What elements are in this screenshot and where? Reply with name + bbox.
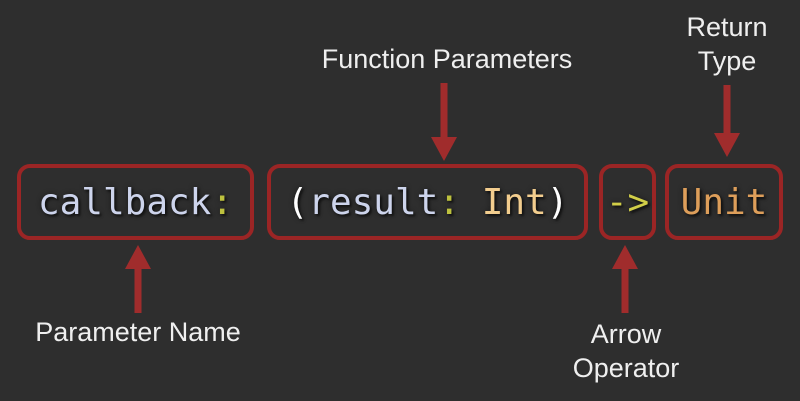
code-token-colon: : [438, 181, 460, 223]
code-token-paren: ( [286, 181, 309, 223]
arrow-operator-box: -> [599, 164, 656, 240]
label-arrow-operator: Arrow Operator [573, 317, 680, 385]
code-token-type: Int [481, 181, 547, 223]
code-token-type: Unit [680, 181, 768, 223]
label-line: Function Parameters [321, 44, 573, 74]
up-arrow-icon [612, 245, 638, 313]
code-token-colon: : [211, 181, 234, 223]
down-arrow-icon [431, 83, 457, 161]
label-line: Return [686, 12, 768, 42]
label-line: Arrow [590, 319, 662, 349]
up-arrow-icon [125, 245, 151, 313]
label-line: Parameter Name [35, 317, 241, 347]
label-parameter-name: Parameter Name [35, 315, 241, 349]
return-type-box: Unit [665, 164, 783, 240]
function-parameters-box: (result: Int) [267, 164, 588, 240]
code-token-space [460, 182, 482, 223]
code-token-identifier: result [308, 181, 439, 223]
label-line: Type [697, 46, 757, 76]
code-token-identifier: callback [37, 181, 212, 223]
code-token-paren: ) [546, 181, 569, 223]
label-line: Operator [572, 353, 680, 383]
callback-box: callback: [17, 164, 254, 240]
down-arrow-icon [714, 85, 740, 157]
label-function-parameters: Function Parameters [322, 42, 573, 76]
label-return-type: Return Type [686, 10, 767, 78]
code-token-arrow-operator: -> [605, 181, 650, 223]
